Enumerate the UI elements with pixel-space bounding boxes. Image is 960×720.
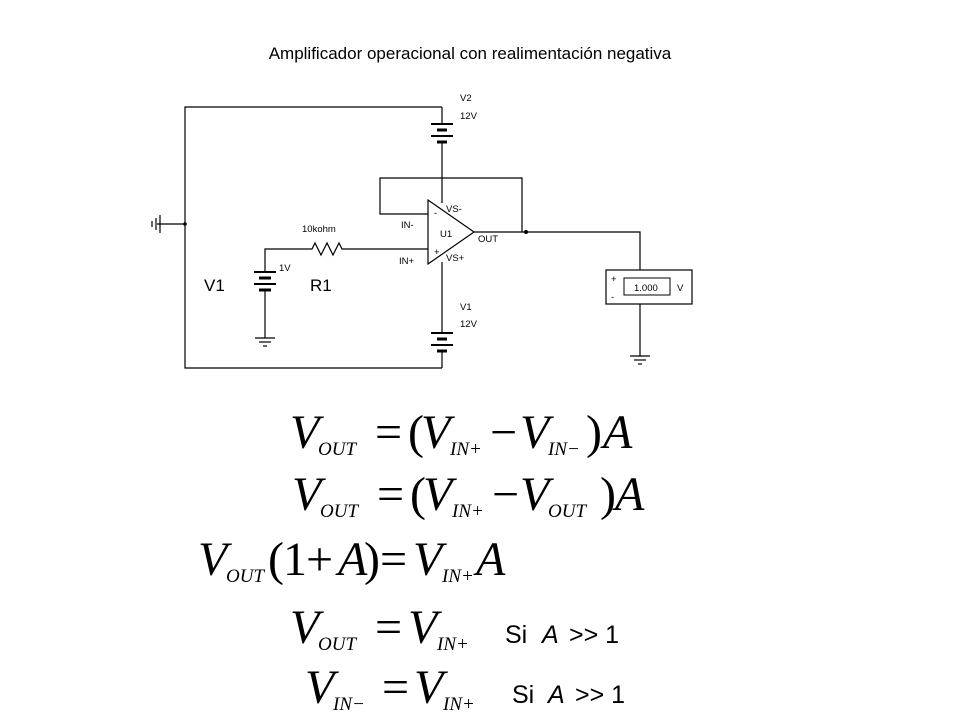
svg-text:IN+: IN+ xyxy=(441,566,474,587)
svg-text:+: + xyxy=(306,533,333,586)
ground-voltmeter-icon xyxy=(630,355,650,365)
condition-1: Si A >> 1 xyxy=(505,621,619,649)
wire-outer-loop xyxy=(184,106,442,369)
svg-text:A: A xyxy=(335,533,368,586)
equation-5: V IN− = V IN+ xyxy=(305,661,475,715)
svg-text:IN−: IN− xyxy=(332,694,365,715)
v2-value: 12V xyxy=(460,111,478,122)
svg-text:V: V xyxy=(520,406,554,459)
svg-text:V: V xyxy=(414,661,448,714)
voltmeter xyxy=(605,269,693,356)
circuit-schematic: V2 12V V1 12V - + U1 VS- VS+ IN- IN+ OUT xyxy=(151,93,693,369)
pin-vs-minus: VS- xyxy=(446,204,462,215)
v2-name: V2 xyxy=(460,93,472,104)
svg-text:V: V xyxy=(290,601,324,654)
svg-text:Si: Si xyxy=(505,621,527,649)
opamp-plus-sign: + xyxy=(434,247,440,258)
svg-text:=: = xyxy=(375,406,402,459)
svg-text:V: V xyxy=(413,533,447,586)
svg-text:V: V xyxy=(408,601,442,654)
svg-text:IN−: IN− xyxy=(547,439,580,460)
voltmeter-unit: V xyxy=(677,283,684,294)
r1-name: R1 xyxy=(310,276,332,295)
svg-text:IN+: IN+ xyxy=(451,501,484,522)
opamp-minus-sign: - xyxy=(434,208,437,219)
svg-text:OUT: OUT xyxy=(320,501,359,522)
svg-text:IN+: IN+ xyxy=(442,694,475,715)
voltmeter-reading: 1.000 xyxy=(634,283,658,294)
slide-title: Amplificador operacional con realimentac… xyxy=(268,44,672,63)
node-output xyxy=(524,230,528,234)
svg-text:): ) xyxy=(600,468,616,521)
svg-text:IN+: IN+ xyxy=(449,439,482,460)
svg-text:−: − xyxy=(490,406,517,459)
input-source-value: 1V xyxy=(279,263,291,274)
wire-feedback xyxy=(379,177,523,232)
ground-input-icon xyxy=(255,337,275,347)
svg-text:A: A xyxy=(540,621,559,649)
r1-value: 10kohm xyxy=(302,224,336,235)
equation-3: V OUT ( 1 + A ) = V IN+ A xyxy=(198,533,506,587)
svg-text:1: 1 xyxy=(283,533,307,586)
svg-text:V: V xyxy=(292,468,326,521)
svg-text:Si: Si xyxy=(512,681,534,709)
v1-supply-name: V1 xyxy=(460,302,472,313)
pin-in-minus: IN- xyxy=(401,220,414,231)
svg-text:A: A xyxy=(546,681,565,709)
svg-text:V: V xyxy=(421,406,455,459)
svg-text:V: V xyxy=(290,406,324,459)
svg-text:OUT: OUT xyxy=(226,566,265,587)
svg-text:V: V xyxy=(198,533,232,586)
equation-1: V OUT = ( V IN+ − V IN− ) A xyxy=(290,406,633,460)
svg-text:OUT: OUT xyxy=(318,439,357,460)
svg-text:V: V xyxy=(423,468,457,521)
svg-text:A: A xyxy=(473,533,506,586)
input-source-name: V1 xyxy=(204,276,225,295)
pin-vs-plus: VS+ xyxy=(446,253,465,264)
pin-in-plus: IN+ xyxy=(399,256,415,267)
v1-supply-value: 12V xyxy=(460,319,478,330)
opamp-symbol xyxy=(427,198,476,266)
svg-text:(: ( xyxy=(268,533,284,586)
svg-text:V: V xyxy=(520,468,554,521)
svg-text:A: A xyxy=(600,406,633,459)
equation-2: V OUT = ( V IN+ − V OUT ) A xyxy=(292,468,645,522)
condition-2: Si A >> 1 xyxy=(512,681,625,709)
svg-text:=: = xyxy=(380,533,407,586)
battery-input-icon xyxy=(254,271,276,338)
voltmeter-minus: - xyxy=(611,292,614,303)
svg-text:=: = xyxy=(375,601,402,654)
svg-text:OUT: OUT xyxy=(548,501,587,522)
svg-text:): ) xyxy=(364,533,380,586)
svg-text:>> 1: >> 1 xyxy=(569,621,619,649)
svg-text:>> 1: >> 1 xyxy=(575,681,625,709)
svg-text:IN+: IN+ xyxy=(436,634,469,655)
svg-text:=: = xyxy=(382,661,409,714)
ground-left-icon xyxy=(151,215,187,233)
wire-input xyxy=(264,241,428,272)
voltmeter-plus: + xyxy=(611,274,617,285)
pin-out: OUT xyxy=(478,234,498,245)
wire-output xyxy=(474,231,641,270)
svg-text:OUT: OUT xyxy=(318,634,357,655)
svg-text:): ) xyxy=(586,406,602,459)
battery-v2-icon xyxy=(431,107,453,203)
svg-text:−: − xyxy=(492,468,519,521)
svg-text:=: = xyxy=(377,468,404,521)
svg-text:(: ( xyxy=(410,468,426,521)
svg-text:(: ( xyxy=(408,406,424,459)
opamp-ref: U1 xyxy=(440,229,452,240)
equation-4: V OUT = V IN+ xyxy=(290,601,469,655)
svg-text:V: V xyxy=(305,661,339,714)
svg-text:A: A xyxy=(612,468,645,521)
battery-v1-supply-icon xyxy=(431,262,453,368)
